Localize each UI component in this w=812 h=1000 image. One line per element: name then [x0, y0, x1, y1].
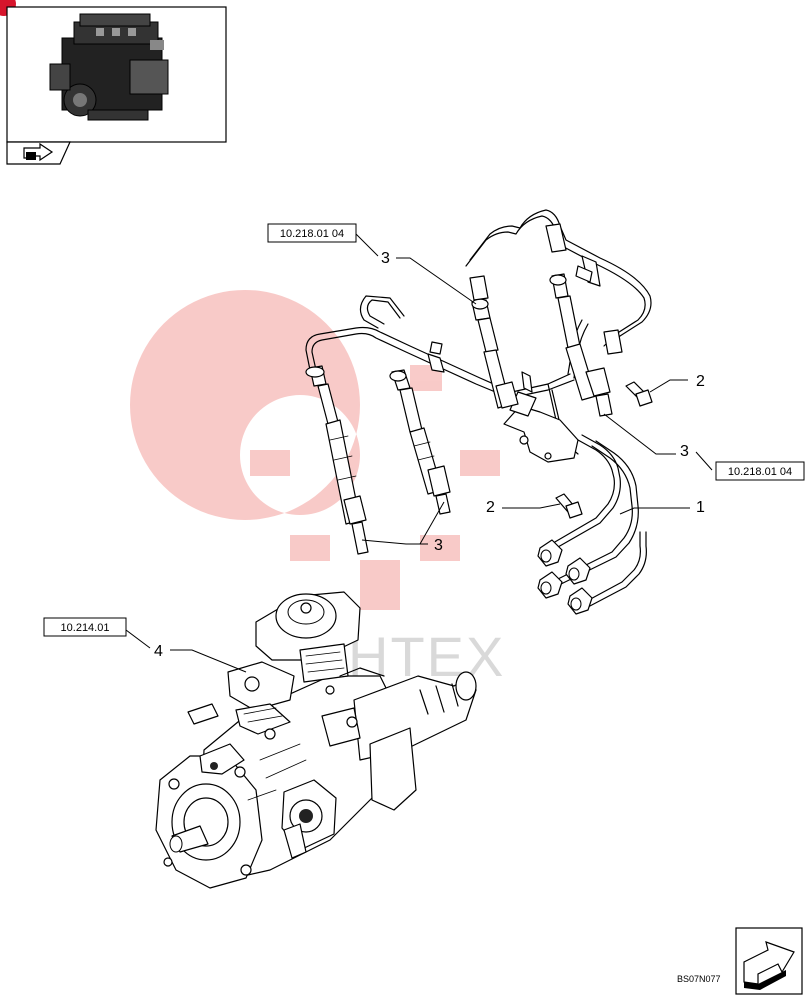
- injector-1: [305, 365, 369, 555]
- callout-3-top: 3: [381, 250, 390, 267]
- drawing-code: BS07N077: [677, 974, 721, 984]
- back-button[interactable]: [6, 141, 71, 165]
- bolt-2-right: [625, 381, 653, 407]
- pipe-clip-1: [427, 341, 445, 373]
- engine-thumbnail[interactable]: [6, 6, 227, 143]
- injector-3: [469, 275, 519, 409]
- injector-2: [389, 369, 451, 515]
- reference-box-injectors-top[interactable]: 10.218.01 04: [267, 223, 357, 243]
- next-page-arrow-icon: [743, 941, 795, 990]
- pipe-nut-3: [565, 557, 591, 585]
- next-page-button[interactable]: [735, 927, 803, 995]
- svg-text:10.214.01: 10.214.01: [61, 622, 110, 634]
- svg-text:10.218.01 04: 10.218.01 04: [280, 228, 344, 240]
- callout-3-bottom: 3: [434, 537, 443, 554]
- back-arrow-icon: [23, 142, 54, 162]
- callout-2-right: 2: [696, 373, 705, 390]
- pipe-nut-2: [537, 571, 563, 599]
- callout-2-mid: 2: [486, 499, 495, 516]
- callout-1: 1: [696, 499, 705, 516]
- injector-4: [545, 223, 613, 417]
- injection-pump: [155, 591, 477, 889]
- callout-3-right: 3: [680, 443, 689, 460]
- callout-4: 4: [154, 643, 163, 660]
- pipe-clip-3: [603, 329, 623, 355]
- engine-icon: [49, 13, 169, 121]
- reference-box-injectors-right[interactable]: 10.218.01 04: [715, 461, 805, 481]
- pipe-nut-1: [537, 539, 563, 567]
- pipe-nut-4: [567, 587, 593, 615]
- bolt-2-mid: [555, 493, 583, 519]
- svg-text:10.218.01 04: 10.218.01 04: [728, 466, 792, 478]
- watermark: [130, 289, 500, 610]
- pipe-clip-2: [575, 255, 601, 287]
- reference-box-pump[interactable]: 10.214.01: [43, 617, 127, 637]
